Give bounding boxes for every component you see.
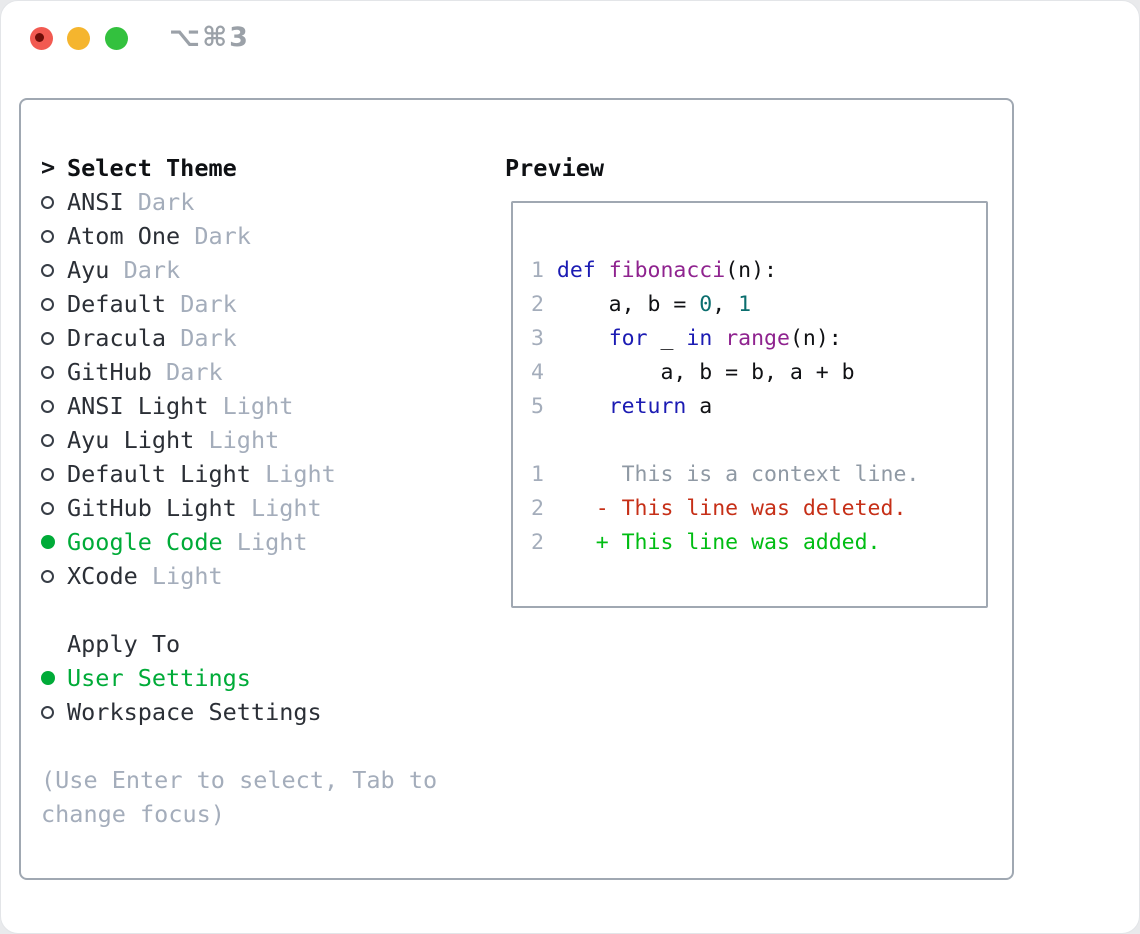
close-button-icon[interactable] (30, 27, 53, 50)
code-line-5: 5 return a (531, 393, 713, 419)
theme-option-xcode-light[interactable]: XCode Light (41, 559, 437, 593)
radio-icon (41, 195, 67, 209)
theme-option-github-light[interactable]: GitHub Light Light (41, 491, 437, 525)
theme-option-ansi-dark[interactable]: ANSI Dark (41, 185, 437, 219)
minimize-button-icon[interactable] (67, 27, 90, 50)
help-hint-line-1: (Use Enter to select, Tab to (41, 766, 438, 794)
title-bar: ⌥⌘3 (1, 1, 1139, 75)
radio-icon (41, 331, 67, 345)
code-line-4: 4 a, b = b, a + b (531, 359, 855, 385)
radio-icon (41, 467, 67, 481)
line-number: 5 (531, 393, 544, 419)
preview-title: Preview (505, 154, 605, 182)
variant-tag: Dark (180, 324, 237, 352)
theme-option-google-code-selected[interactable]: Google Code Light (41, 525, 437, 559)
theme-option-ayu-light[interactable]: Ayu Light Light (41, 423, 437, 457)
radio-icon (41, 569, 67, 583)
radio-icon (41, 263, 67, 277)
theme-option-default-dark[interactable]: Default Dark (41, 287, 437, 321)
window-shortcut-label: ⌥⌘3 (169, 22, 250, 53)
apply-option-user-settings-selected[interactable]: User Settings (41, 661, 437, 695)
radio-icon (41, 229, 67, 243)
line-number: 2 (531, 529, 544, 555)
variant-tag: Light (250, 494, 322, 522)
variant-tag: Light (265, 460, 336, 488)
select-theme-title: Select Theme (67, 154, 237, 182)
radio-icon (41, 399, 67, 413)
variant-tag: Light (208, 426, 280, 454)
variant-tag: Light (222, 392, 294, 420)
line-number: 1 (531, 257, 544, 283)
variant-tag: Dark (123, 256, 181, 284)
cursor-prompt-icon: > (41, 153, 56, 182)
radio-icon (41, 433, 67, 447)
line-number: 4 (531, 359, 544, 385)
diff-context-line: 1 This is a context line. (531, 461, 920, 487)
diff-added-line: 2 + This line was added. (531, 529, 881, 555)
radio-icon (41, 297, 67, 311)
radio-icon (41, 705, 67, 719)
variant-tag: Light (151, 562, 223, 590)
theme-option-ansi-light[interactable]: ANSI Light Light (41, 389, 437, 423)
theme-list: > Select Theme ANSI Dark Atom One Dark A… (41, 151, 437, 831)
theme-preview-box: 1 def fibonacci(n): 2 a, b = 0, 1 3 for … (511, 201, 988, 608)
radio-selected-icon (41, 535, 67, 549)
variant-tag: Dark (166, 358, 223, 386)
line-number: 1 (531, 461, 544, 487)
line-number: 2 (531, 495, 544, 521)
apply-to-header: Apply To (41, 627, 437, 661)
code-line-1: 1 def fibonacci(n): (531, 257, 777, 283)
help-hint-line-2: change focus) (41, 800, 225, 828)
variant-tag: Dark (180, 290, 237, 318)
theme-option-dracula-dark[interactable]: Dracula Dark (41, 321, 437, 355)
theme-picker-panel: > Select Theme ANSI Dark Atom One Dark A… (19, 98, 1014, 880)
theme-option-ayu-dark[interactable]: Ayu Dark (41, 253, 437, 287)
select-theme-header: > Select Theme (41, 151, 437, 185)
line-number: 3 (531, 325, 544, 351)
variant-tag: Light (236, 528, 308, 556)
theme-option-default-light[interactable]: Default Light Light (41, 457, 437, 491)
radio-selected-icon (41, 671, 67, 685)
theme-option-atom-one-dark[interactable]: Atom One Dark (41, 219, 437, 253)
radio-icon (41, 501, 67, 515)
variant-tag: Dark (194, 222, 251, 250)
zoom-button-icon[interactable] (105, 27, 128, 50)
diff-deleted-line: 2 - This line was deleted. (531, 495, 907, 521)
apply-option-workspace-settings[interactable]: Workspace Settings (41, 695, 437, 729)
line-number: 2 (531, 291, 544, 317)
code-line-2: 2 a, b = 0, 1 (531, 291, 752, 317)
code-line-3: 3 for _ in range(n): (531, 325, 842, 351)
radio-icon (41, 365, 67, 379)
theme-option-github-dark[interactable]: GitHub Dark (41, 355, 437, 389)
apply-to-title: Apply To (67, 630, 181, 658)
variant-tag: Dark (137, 188, 195, 216)
